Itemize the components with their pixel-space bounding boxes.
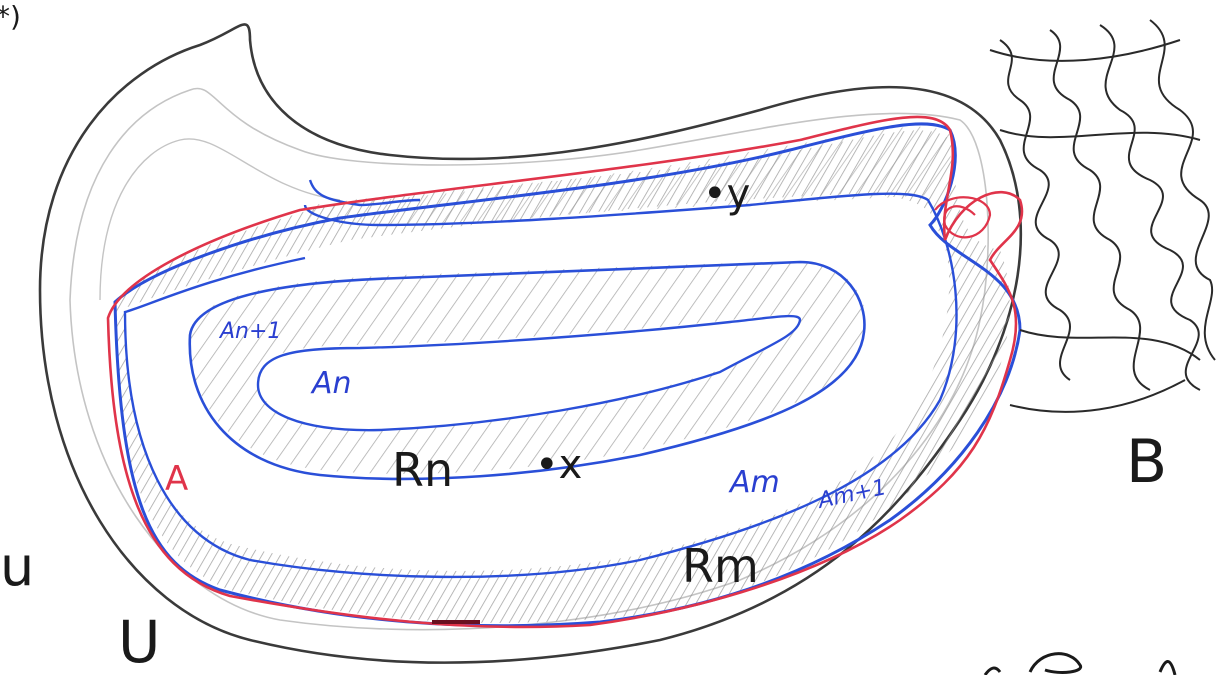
label-an-plus-1: An+1 xyxy=(218,319,281,344)
label-point-y: •y xyxy=(703,171,750,217)
label-rm: Rm xyxy=(682,539,759,593)
label-an: An xyxy=(310,366,352,401)
label-am: Am xyxy=(728,465,780,500)
label-rn: Rn xyxy=(392,443,453,497)
label-point-x: •x xyxy=(535,442,582,488)
label-b: B xyxy=(1126,427,1167,497)
label-a-red: A xyxy=(165,459,188,499)
partial-handwriting xyxy=(985,654,1175,675)
label-u-bottom: U xyxy=(118,608,160,675)
corner-mark: *) xyxy=(0,0,21,33)
label-u-left: u xyxy=(0,535,34,598)
region-b-scribble xyxy=(990,20,1215,412)
